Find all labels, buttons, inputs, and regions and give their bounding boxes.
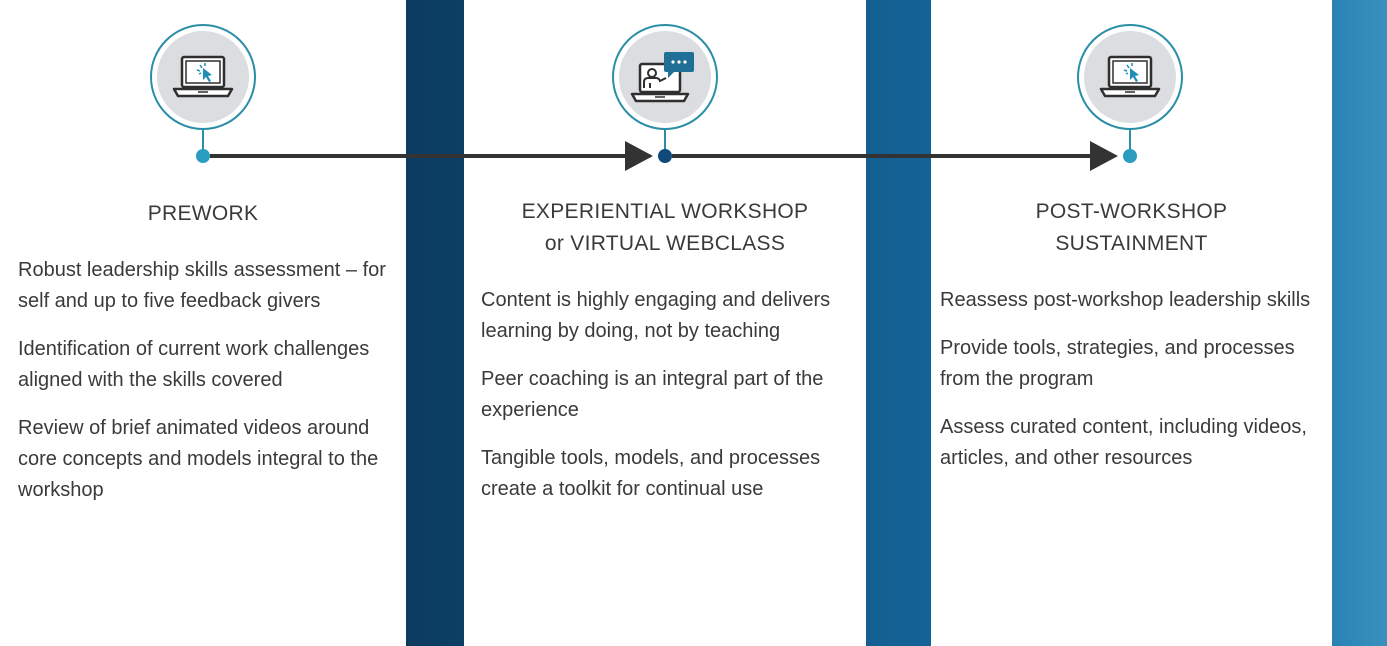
stage-item-list: Reassess post-workshop leadership skills… [940,285,1320,491]
laptop-cursor-icon [1099,55,1161,98]
list-item: Assess curated content, including videos… [940,416,1307,469]
stage-item-list: Content is highly engaging and delivers … [481,285,851,522]
stage-icon-badge [1077,24,1183,130]
icon-stem [664,130,666,150]
laptop-cursor-icon [172,55,234,98]
icon-stem [1129,130,1131,150]
stage-icon-badge [150,24,256,130]
list-item: Peer coaching is an integral part of the… [481,368,824,421]
stage-panel-post-workshop: POST-WORKSHOP SUSTAINMENT Reassess post-… [931,0,1332,646]
stage-title: POST-WORKSHOP SUSTAINMENT [1035,200,1228,255]
timeline-dot [658,149,672,163]
icon-stem [202,130,204,150]
stage-item-list: Robust leadership skills assessment – fo… [18,255,398,523]
list-item: Provide tools, strategies, and processes… [940,337,1295,390]
stage-title: EXPERIENTIAL WORKSHOP or VIRTUAL WEBCLAS… [521,200,809,255]
list-item: Content is highly engaging and delivers … [481,289,831,342]
stage-panel-prework: PREWORK Robust leadership skills assessm… [0,0,406,646]
timeline-dot [196,149,210,163]
list-item: Tangible tools, models, and processes cr… [481,447,821,500]
stage-icon-badge [612,24,718,130]
stage-panel-workshop: EXPERIENTIAL WORKSHOP or VIRTUAL WEBCLAS… [464,0,866,646]
stage-title: PREWORK [147,202,259,225]
list-item: Review of brief animated videos around c… [18,417,379,501]
timeline-arrow-2 [1090,141,1118,171]
list-item: Reassess post-workshop leadership skills [940,289,1311,311]
laptop-presenter-chat-icon [630,52,694,103]
timeline-connector-2 [672,154,1100,158]
list-item: Identification of current work challenge… [18,338,370,391]
list-item: Robust leadership skills assessment – fo… [18,259,386,312]
timeline-dot [1123,149,1137,163]
timeline-arrow-1 [625,141,653,171]
timeline-connector-1 [210,154,650,158]
